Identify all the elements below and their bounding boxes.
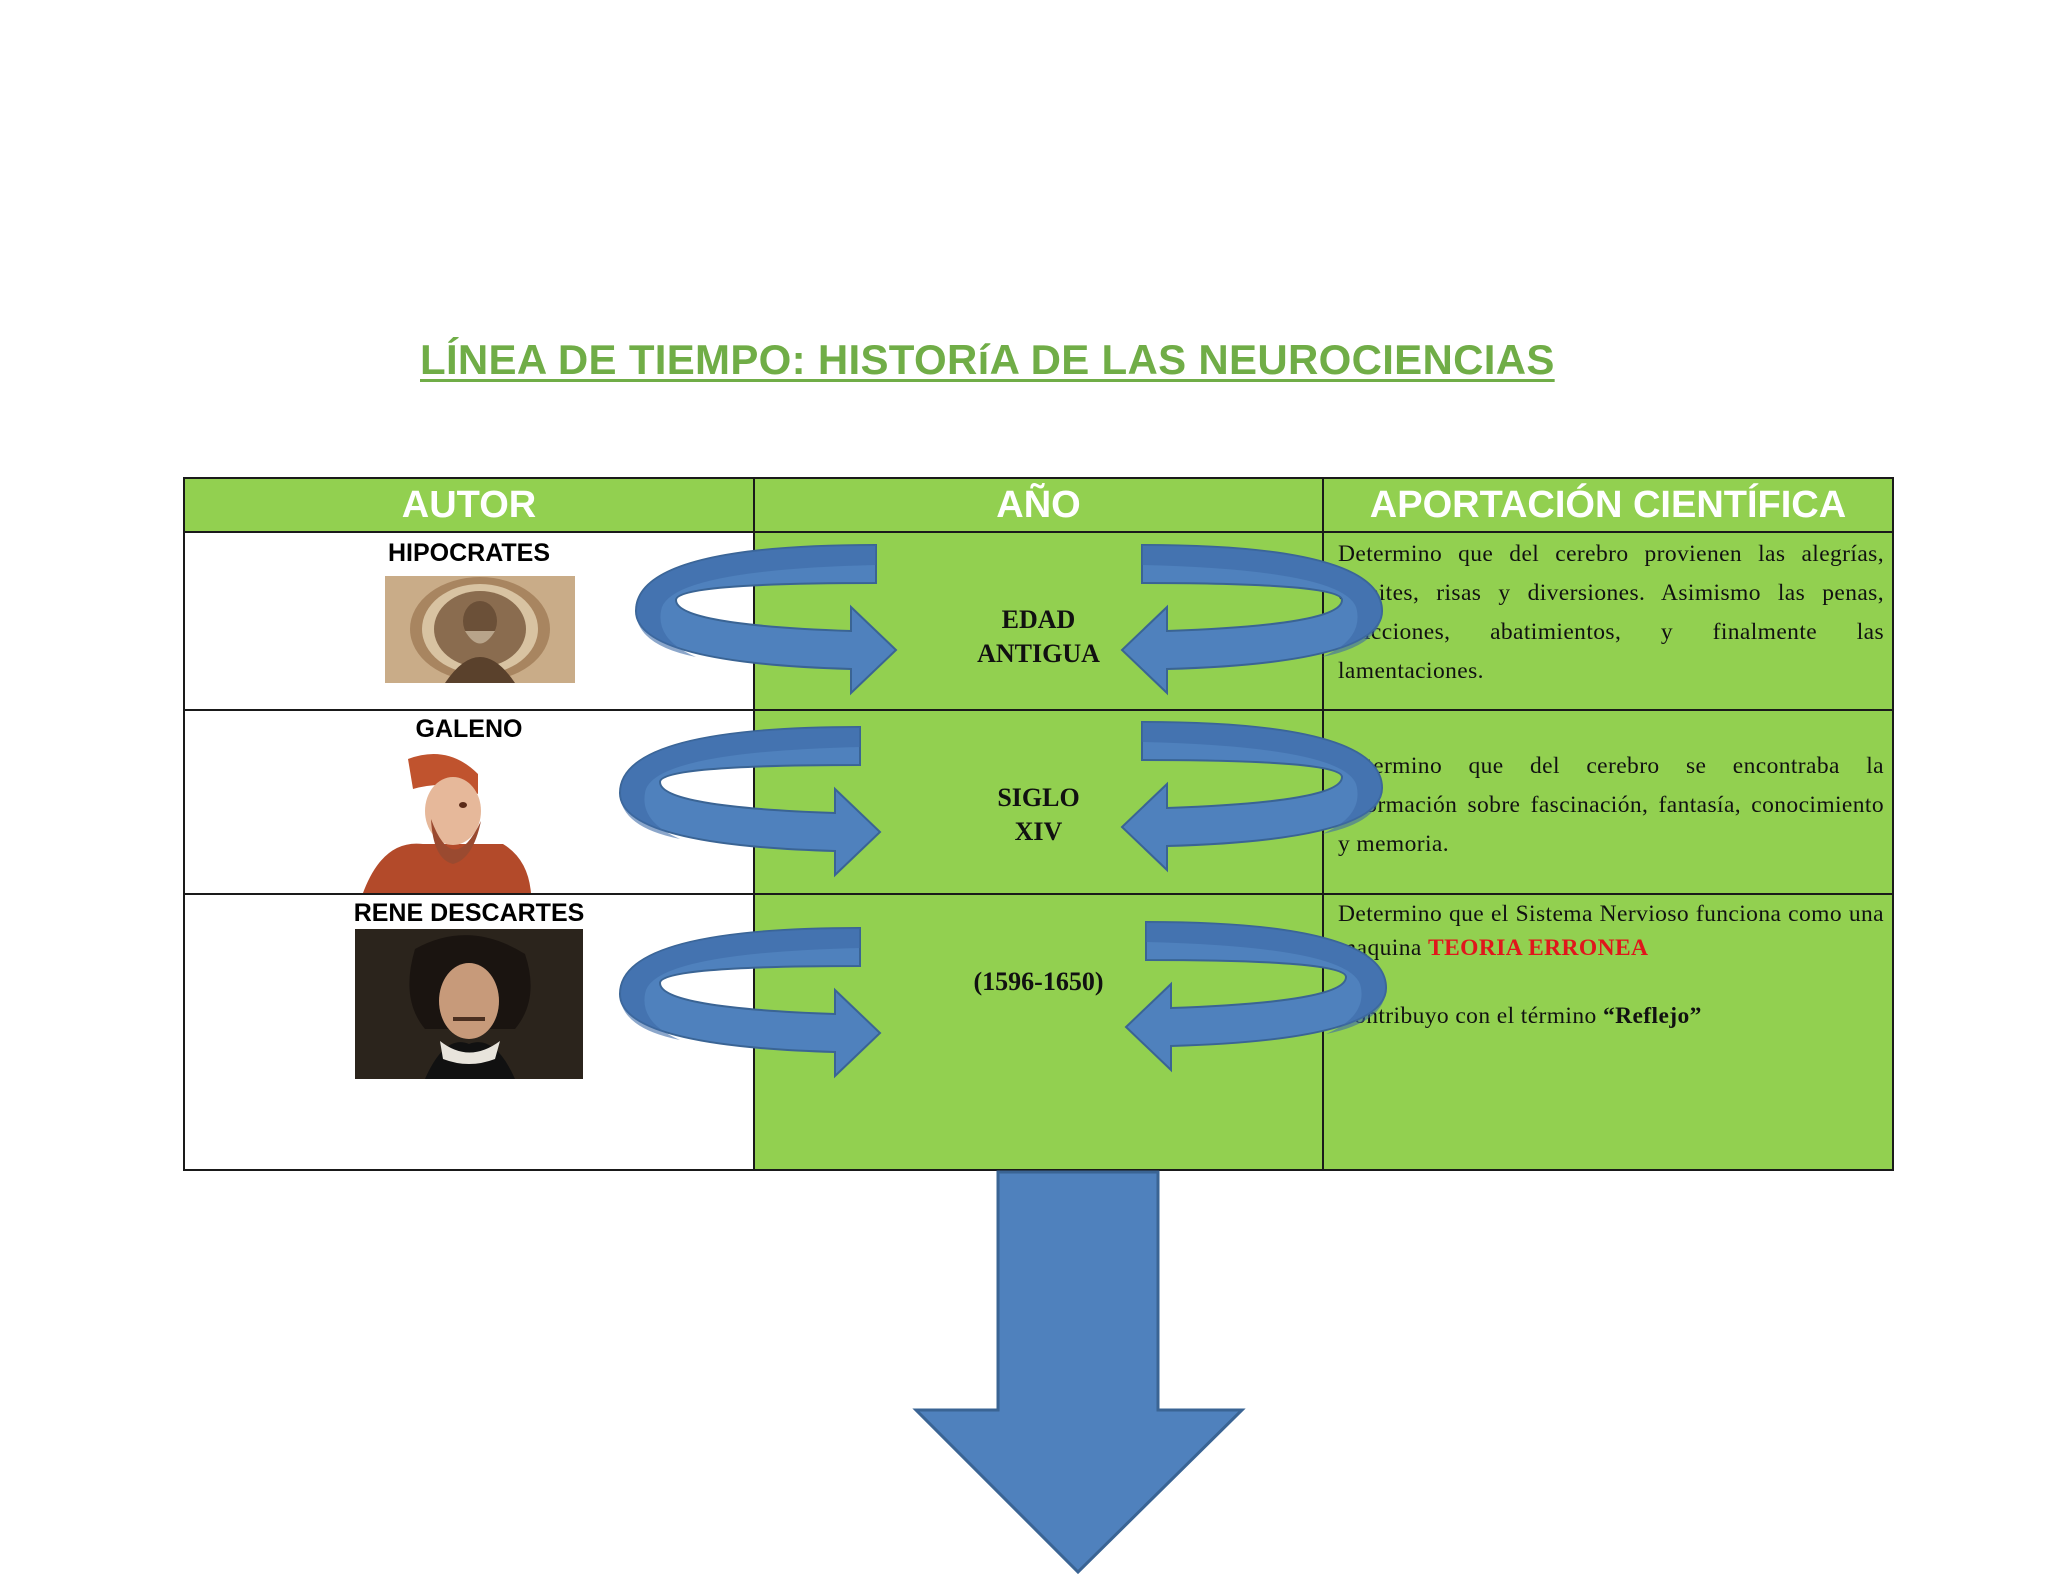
down-arrow-icon xyxy=(912,1170,1246,1575)
descartes-portrait xyxy=(355,929,583,1079)
year-label: (1596-1650) xyxy=(973,967,1104,996)
page-title: LÍNEA DE TIEMPO: HISTORíA DE LAS NEUROCI… xyxy=(420,336,1555,383)
contribution-cell-galeno: Determino que del cerebro se encontraba … xyxy=(1322,709,1894,895)
contribution-cell-descartes: Determino que el Sistema Nervioso funcio… xyxy=(1322,893,1894,1171)
galeno-portrait xyxy=(353,749,533,893)
arrow-left-row1 xyxy=(635,544,897,694)
hipocrates-portrait xyxy=(385,576,575,683)
year-label: SIGLO XIV xyxy=(997,783,1080,846)
author-name: GALENO xyxy=(415,715,523,743)
arrow-right-row1 xyxy=(1121,544,1383,694)
year-label: EDAD ANTIGUA xyxy=(977,605,1100,668)
theory-error-badge: TEORIA ERRONEA xyxy=(1428,935,1649,961)
arrow-left-row3 xyxy=(619,927,881,1077)
contribution-text: Determino que del cerebro provienen las … xyxy=(1338,541,1884,684)
contribution-text: Determino que del cerebro se encontraba … xyxy=(1338,753,1884,857)
contribution-text-main: Determino que el Sistema Nervioso funcio… xyxy=(1338,901,1884,961)
header-author: AUTOR xyxy=(183,477,755,533)
reflex-term: “Reflejo” xyxy=(1602,1003,1702,1029)
contribution-cell-hipocrates: Determino que del cerebro provienen las … xyxy=(1322,531,1894,711)
arrow-right-row2 xyxy=(1121,721,1383,871)
author-name: RENE DESCARTES xyxy=(353,899,585,927)
contribution-text: Determino que el Sistema Nervioso funcio… xyxy=(1338,897,1884,1033)
arrow-right-row3 xyxy=(1125,921,1387,1071)
author-name: HIPOCRATES xyxy=(387,539,551,567)
contribution-text-extra: Contribuyo con el término xyxy=(1338,1003,1597,1029)
arrow-left-row2 xyxy=(619,726,881,876)
